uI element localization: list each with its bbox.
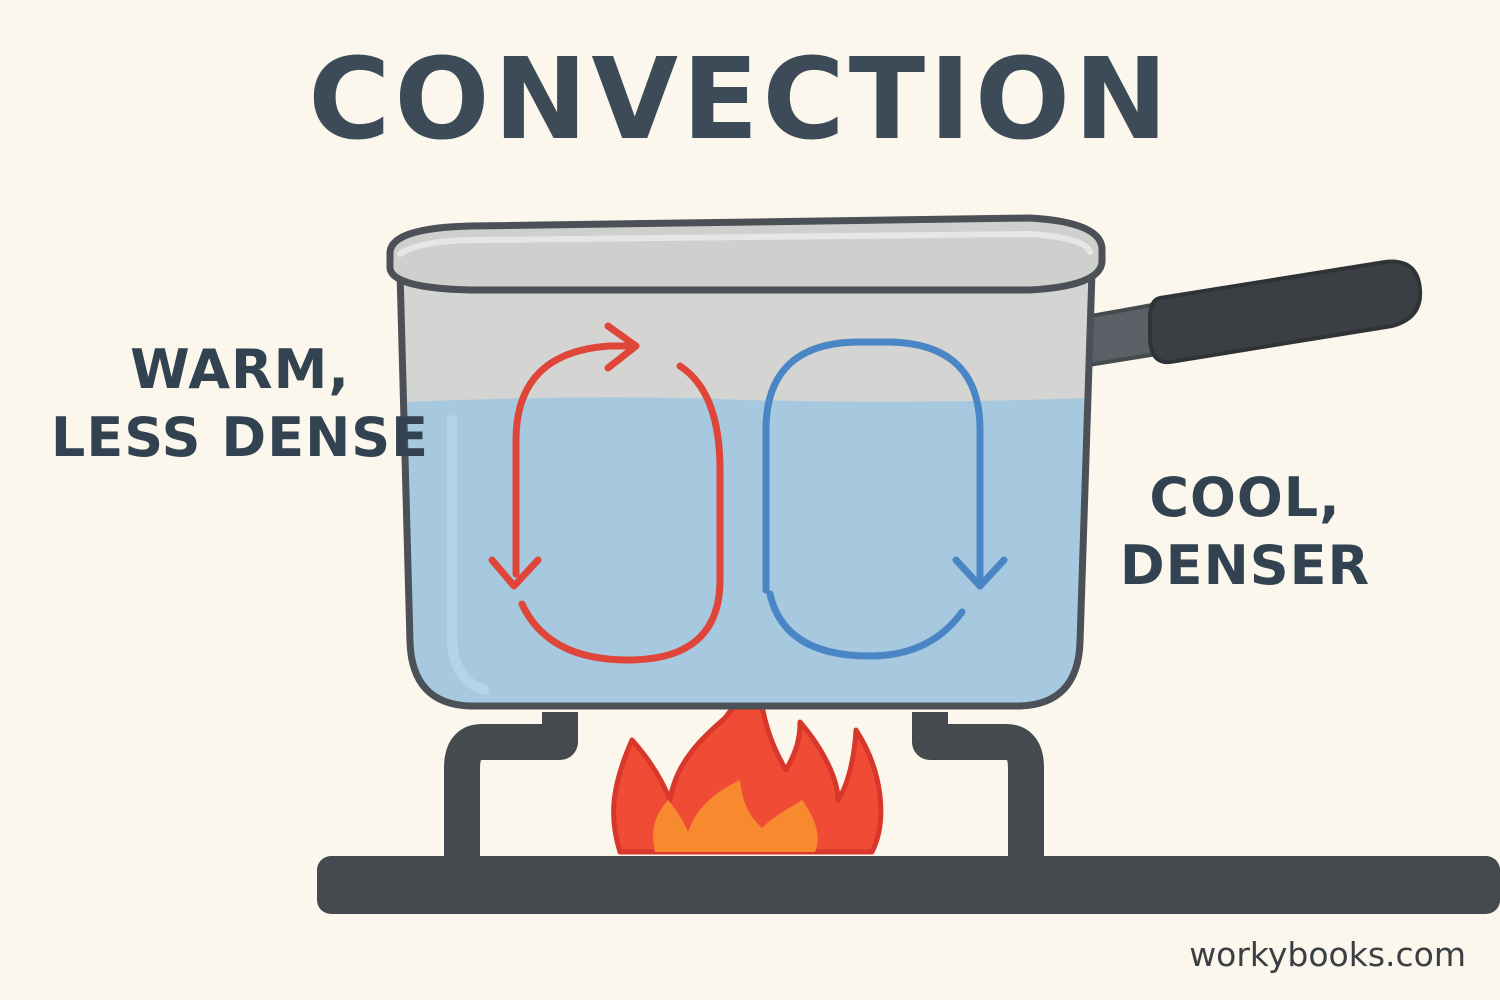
water — [404, 397, 1087, 706]
cool-label-line1: COOL, — [1149, 466, 1341, 529]
warm-label-line2: LESS DENSE — [50, 406, 430, 469]
saucepan-handle — [1078, 259, 1423, 368]
saucepan-icon — [386, 214, 1106, 710]
flame-icon — [611, 687, 884, 855]
warm-current-arrow-icon — [488, 322, 724, 664]
stove-top — [317, 856, 1500, 914]
burner-grate-left — [444, 712, 578, 858]
warm-water-label: WARM, LESS DENSE — [40, 336, 440, 472]
warm-label-line1: WARM, — [130, 338, 350, 401]
watermark: workybooks.com — [1189, 935, 1466, 974]
cool-water-label: COOL, DENSER — [1100, 464, 1390, 600]
cool-current-arrow-icon — [762, 338, 1008, 660]
cool-label-line2: DENSER — [1119, 534, 1371, 597]
burner-grate-right — [912, 712, 1044, 858]
diagram-title: CONVECTION — [308, 35, 1172, 165]
